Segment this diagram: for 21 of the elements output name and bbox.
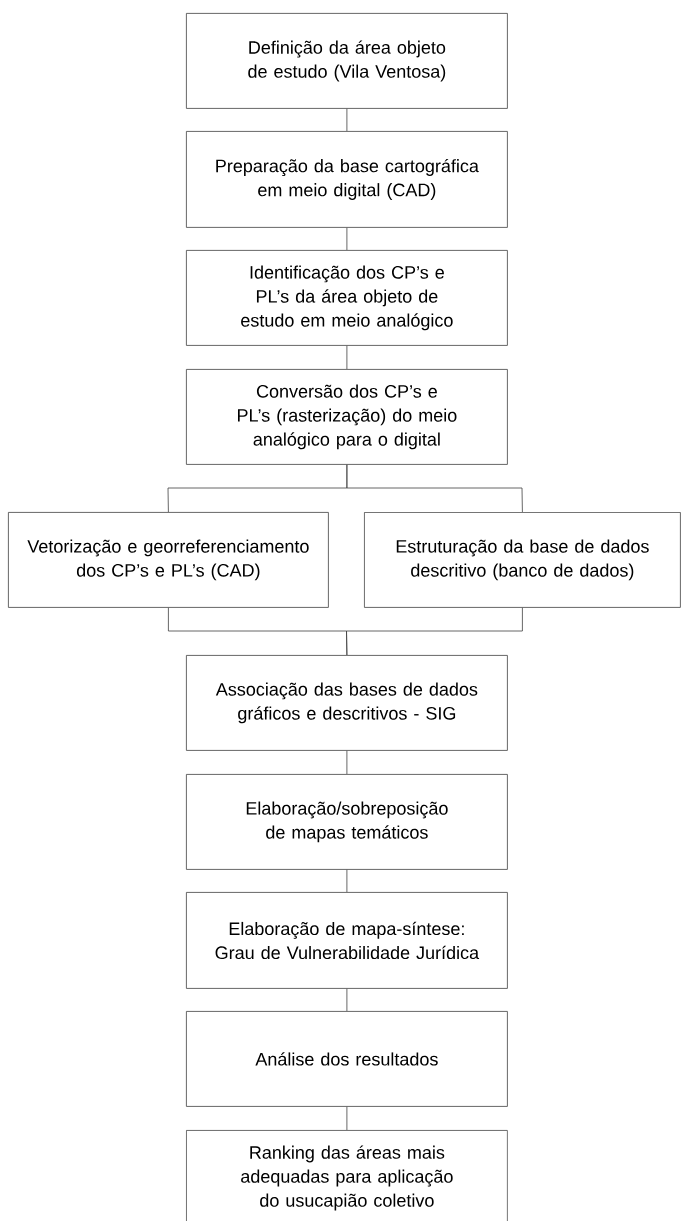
process-box: Definição da área objeto de estudo (Vila Ventosa) bbox=[186, 13, 508, 109]
connector-line bbox=[168, 607, 348, 656]
process-box: Análise dos resultados bbox=[186, 1011, 508, 1107]
connector-line bbox=[346, 108, 348, 132]
connector-line bbox=[346, 607, 523, 656]
connector-line bbox=[346, 464, 523, 513]
process-box: Elaboração/sobreposição de mapas temáticos bbox=[186, 774, 508, 870]
process-box: Identificação dos CP’s e PL’s da área objeto de estudo em meio analógico bbox=[186, 250, 508, 346]
process-box: Vetorização e georreferenciamento dos CP’s e PL’s (CAD) bbox=[8, 512, 329, 608]
connector-line bbox=[346, 988, 348, 1012]
process-box: Preparação da base cartográfica em meio digital (CAD) bbox=[186, 131, 508, 228]
connector-line bbox=[346, 1106, 348, 1131]
process-box: Ranking das áreas mais adequadas para aplicação do usucapião coletivo bbox=[186, 1130, 508, 1221]
connector-line bbox=[346, 345, 348, 370]
process-box: Conversão dos CP’s e PL’s (rasterização) do meio analógico para o digital bbox=[186, 369, 508, 465]
process-box: Elaboração de mapa-síntese: Grau de Vulnerabilidade Jurídica bbox=[186, 892, 508, 989]
connector-line bbox=[346, 227, 348, 251]
connector-line bbox=[346, 869, 348, 893]
process-box: Estruturação da base de dados descritivo (banco de dados) bbox=[364, 512, 681, 608]
process-box: Associação das bases de dados gráficos e descritivos - SIG bbox=[186, 655, 508, 751]
connector-line bbox=[346, 750, 348, 775]
